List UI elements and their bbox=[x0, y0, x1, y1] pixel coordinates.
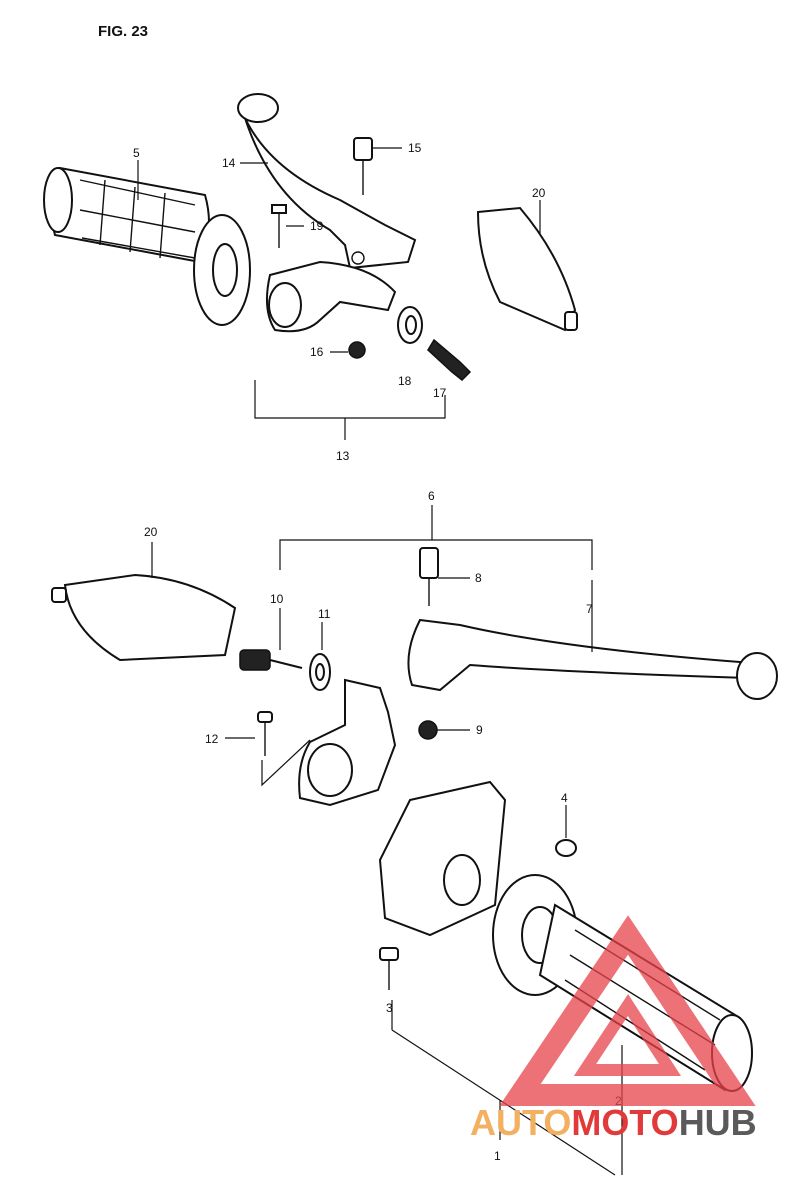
bracket-nut-part bbox=[348, 341, 366, 359]
lever-pivot-bolt-part bbox=[353, 137, 373, 195]
washer-lower-part bbox=[309, 653, 331, 691]
callout-9: 9 bbox=[476, 723, 483, 737]
callout-11: 11 bbox=[318, 607, 331, 621]
callout-8: 8 bbox=[475, 571, 482, 585]
lever-pivot-bolt-lower-part bbox=[419, 547, 439, 606]
throttle-grip-part bbox=[43, 166, 251, 326]
lever-bracket-part bbox=[265, 260, 397, 333]
callout-16: 16 bbox=[310, 345, 324, 359]
callout-5: 5 bbox=[133, 146, 140, 160]
assembly-bracket-6 bbox=[279, 539, 593, 570]
lever-nut-lower-part bbox=[418, 720, 438, 740]
callout-20-lower: 20 bbox=[144, 525, 158, 539]
housing-screw-part bbox=[379, 947, 399, 990]
callout-12: 12 bbox=[205, 732, 219, 746]
callout-20-upper: 20 bbox=[532, 186, 546, 200]
adjuster-bolt-part bbox=[427, 338, 472, 382]
callout-10: 10 bbox=[270, 592, 284, 606]
figure-title: FIG. 23 bbox=[98, 23, 148, 40]
watermark-logo: AUTOMOTOHUB bbox=[470, 915, 757, 1143]
callout-1: 1 bbox=[494, 1149, 501, 1163]
callout-18: 18 bbox=[398, 374, 412, 388]
lever-cover-lower-part bbox=[51, 573, 237, 662]
lever-cover-upper-part bbox=[476, 206, 578, 332]
callout-17: 17 bbox=[433, 386, 447, 400]
callout-4: 4 bbox=[561, 791, 568, 805]
callout-7: 7 bbox=[586, 602, 593, 616]
watermark-text-auto: AUTOMOTOHUB bbox=[470, 1102, 757, 1143]
lever-bracket-lower-part bbox=[298, 678, 397, 807]
assembly-bracket-13 bbox=[254, 380, 446, 419]
bracket-screw-part bbox=[271, 204, 287, 248]
screw-lower-part bbox=[257, 711, 273, 756]
callout-14: 14 bbox=[222, 156, 236, 170]
watermark-triangle-icon bbox=[499, 915, 756, 1106]
small-cap-part bbox=[555, 839, 577, 857]
callout-3: 3 bbox=[386, 1001, 393, 1015]
washer-part bbox=[397, 306, 423, 344]
callout-13: 13 bbox=[336, 449, 350, 463]
throttle-housing-part bbox=[378, 780, 507, 937]
pivot-bolt-lower-part bbox=[239, 649, 303, 671]
leader-12 bbox=[261, 739, 311, 787]
callout-6: 6 bbox=[428, 489, 435, 503]
brake-lever-part bbox=[407, 618, 778, 700]
callout-19: 19 bbox=[310, 219, 324, 233]
clutch-lever-part bbox=[237, 93, 417, 270]
callout-15: 15 bbox=[408, 141, 422, 155]
